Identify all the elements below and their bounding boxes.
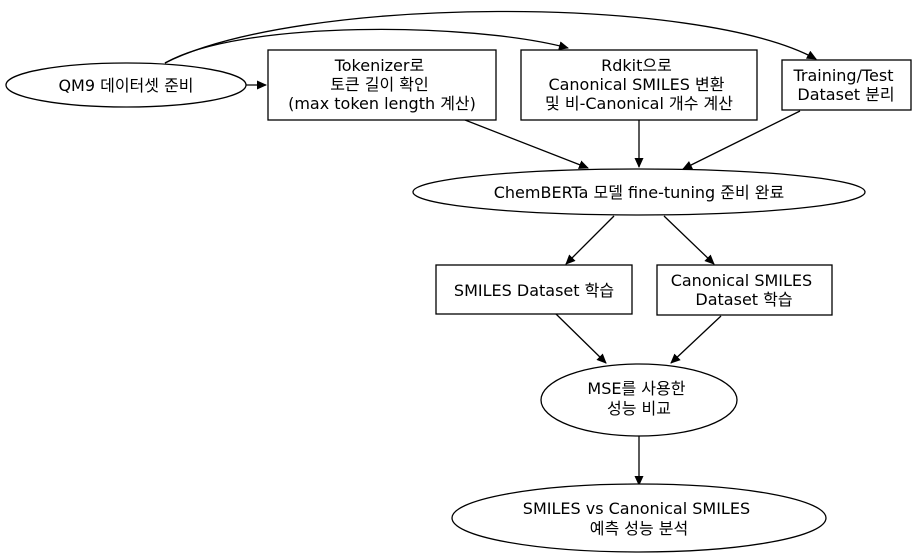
svg-text:ChemBERTa 모델 fine-tuning 준비 완료: ChemBERTa 모델 fine-tuning 준비 완료 <box>494 183 785 202</box>
svg-text:Tokenizer로 토큰 길이 확인: Tokenizer로 토큰 길이 확인 (max token length 계산… <box>288 56 476 113</box>
node-mse-line-1: MSE를 사용한 <box>587 379 685 398</box>
node-smiles-train[interactable]: SMILES Dataset 학습 <box>435 264 633 315</box>
node-mse-line-2: 성능 비교 <box>607 399 671 418</box>
node-tokenizer[interactable]: Tokenizer로 토큰 길이 확인 (max token length 계산… <box>267 49 497 121</box>
edge-tokenizer-ready <box>464 119 589 169</box>
svg-text:Canonical SMILES Dataset: Canonical SMILES Dataset 학습 <box>671 271 818 309</box>
edge-ready-canon-train <box>663 215 715 265</box>
node-rdkit-line-1: Rdkit으로 <box>601 56 672 75</box>
svg-text:Rdkit으로 Canonical SMILES: Rdkit으로 Canonical SMILES 변환 및 비-Canonica… <box>545 56 733 113</box>
node-analysis[interactable]: SMILES vs Canonical SMILES 예측 성능 분석 <box>451 483 827 553</box>
node-split-line-1: Training/Test <box>792 66 893 85</box>
edge-smiles-train-mse <box>555 313 607 364</box>
node-mse[interactable]: MSE를 사용한 성능 비교 <box>540 363 738 437</box>
node-split[interactable]: Training/Test Dataset 분리 <box>781 59 912 111</box>
edge-split-ready <box>682 110 801 170</box>
node-tokenizer-line-3: (max token length 계산) <box>288 94 476 113</box>
svg-text:Training/Test Dataset 분리: Training/Test Dataset 분리 <box>792 66 898 104</box>
node-canon-train[interactable]: Canonical SMILES Dataset 학습 <box>656 264 833 316</box>
node-canon-train-line-2: Dataset 학습 <box>695 290 792 309</box>
node-canon-train-line-1: Canonical SMILES <box>671 271 812 290</box>
node-split-line-2: Dataset 분리 <box>797 85 894 104</box>
node-ready-line-1: ChemBERTa 모델 fine-tuning 준비 완료 <box>494 183 785 202</box>
node-tokenizer-line-1: Tokenizer로 <box>334 56 425 75</box>
svg-text:SMILES Dataset 학습: SMILES Dataset 학습 <box>454 281 614 300</box>
edge-ready-smiles-train <box>565 215 615 265</box>
node-qm9-line-1: QM9 데이터셋 준비 <box>58 76 193 95</box>
svg-text:QM9 데이터셋 준비: QM9 데이터셋 준비 <box>58 76 193 95</box>
svg-text:MSE를 사용한 성능 비교: MSE를 사용한 성능 비교 <box>587 379 690 418</box>
edge-qm9-split <box>164 10 817 64</box>
node-analysis-line-1: SMILES vs Canonical SMILES <box>523 499 750 518</box>
node-ready[interactable]: ChemBERTa 모델 fine-tuning 준비 완료 <box>412 168 866 216</box>
edges <box>164 10 817 486</box>
node-smiles-train-line-1: SMILES Dataset 학습 <box>454 281 614 300</box>
edge-canon-train-mse <box>670 315 722 364</box>
node-rdkit-line-3: 및 비-Canonical 개수 계산 <box>545 94 733 113</box>
node-rdkit-line-2: Canonical SMILES 변환 <box>548 75 724 94</box>
node-rdkit[interactable]: Rdkit으로 Canonical SMILES 변환 및 비-Canonica… <box>520 49 758 121</box>
node-qm9[interactable]: QM9 데이터셋 준비 <box>5 62 247 108</box>
node-analysis-line-2: 예측 성능 분석 <box>590 519 689 538</box>
node-tokenizer-line-2: 토큰 길이 확인 <box>330 75 429 94</box>
svg-text:SMILES vs Canonical SMILES: SMILES vs Canonical SMILES 예측 성능 분석 <box>523 499 755 538</box>
